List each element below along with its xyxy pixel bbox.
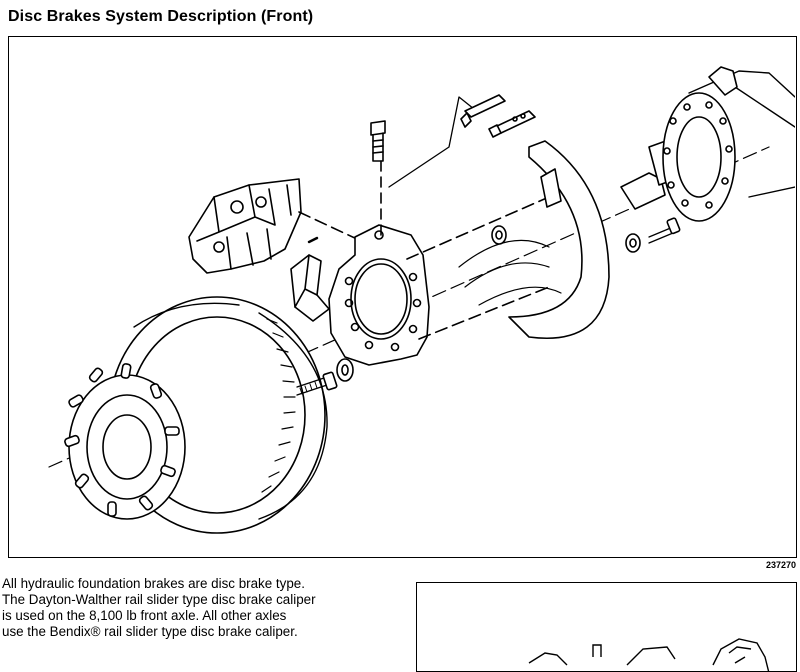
mounting-bolt [296,358,354,396]
previous-heading-fragment [0,0,210,4]
hub-rotor [64,296,328,534]
caliper [188,178,375,274]
paragraph-line: All hydraulic foundation brakes are disc… [2,576,305,591]
rail-slider [290,236,330,322]
washer [491,225,507,245]
retainer-clips [460,94,536,138]
shield-bolt [648,217,681,244]
caliper-bolt [370,120,386,162]
splash-shield [458,140,610,339]
paragraph-line: is used on the 8,100 lb front axle. All … [2,608,287,623]
caliper-anchor-plate [328,96,550,366]
description-paragraph: All hydraulic foundation brakes are disc… [2,576,402,640]
paragraph-line: use the Bendix® rail slider type disc br… [2,624,298,639]
page-title: Disc Brakes System Description (Front) [8,8,314,25]
axle-spindle [620,66,795,222]
secondary-illustration [416,582,797,672]
figure-number: 237270 [765,560,796,570]
washer [625,233,641,253]
paragraph-line: The Dayton-Walther rail slider type disc… [2,592,316,607]
exploded-brake-illustration [8,36,797,558]
